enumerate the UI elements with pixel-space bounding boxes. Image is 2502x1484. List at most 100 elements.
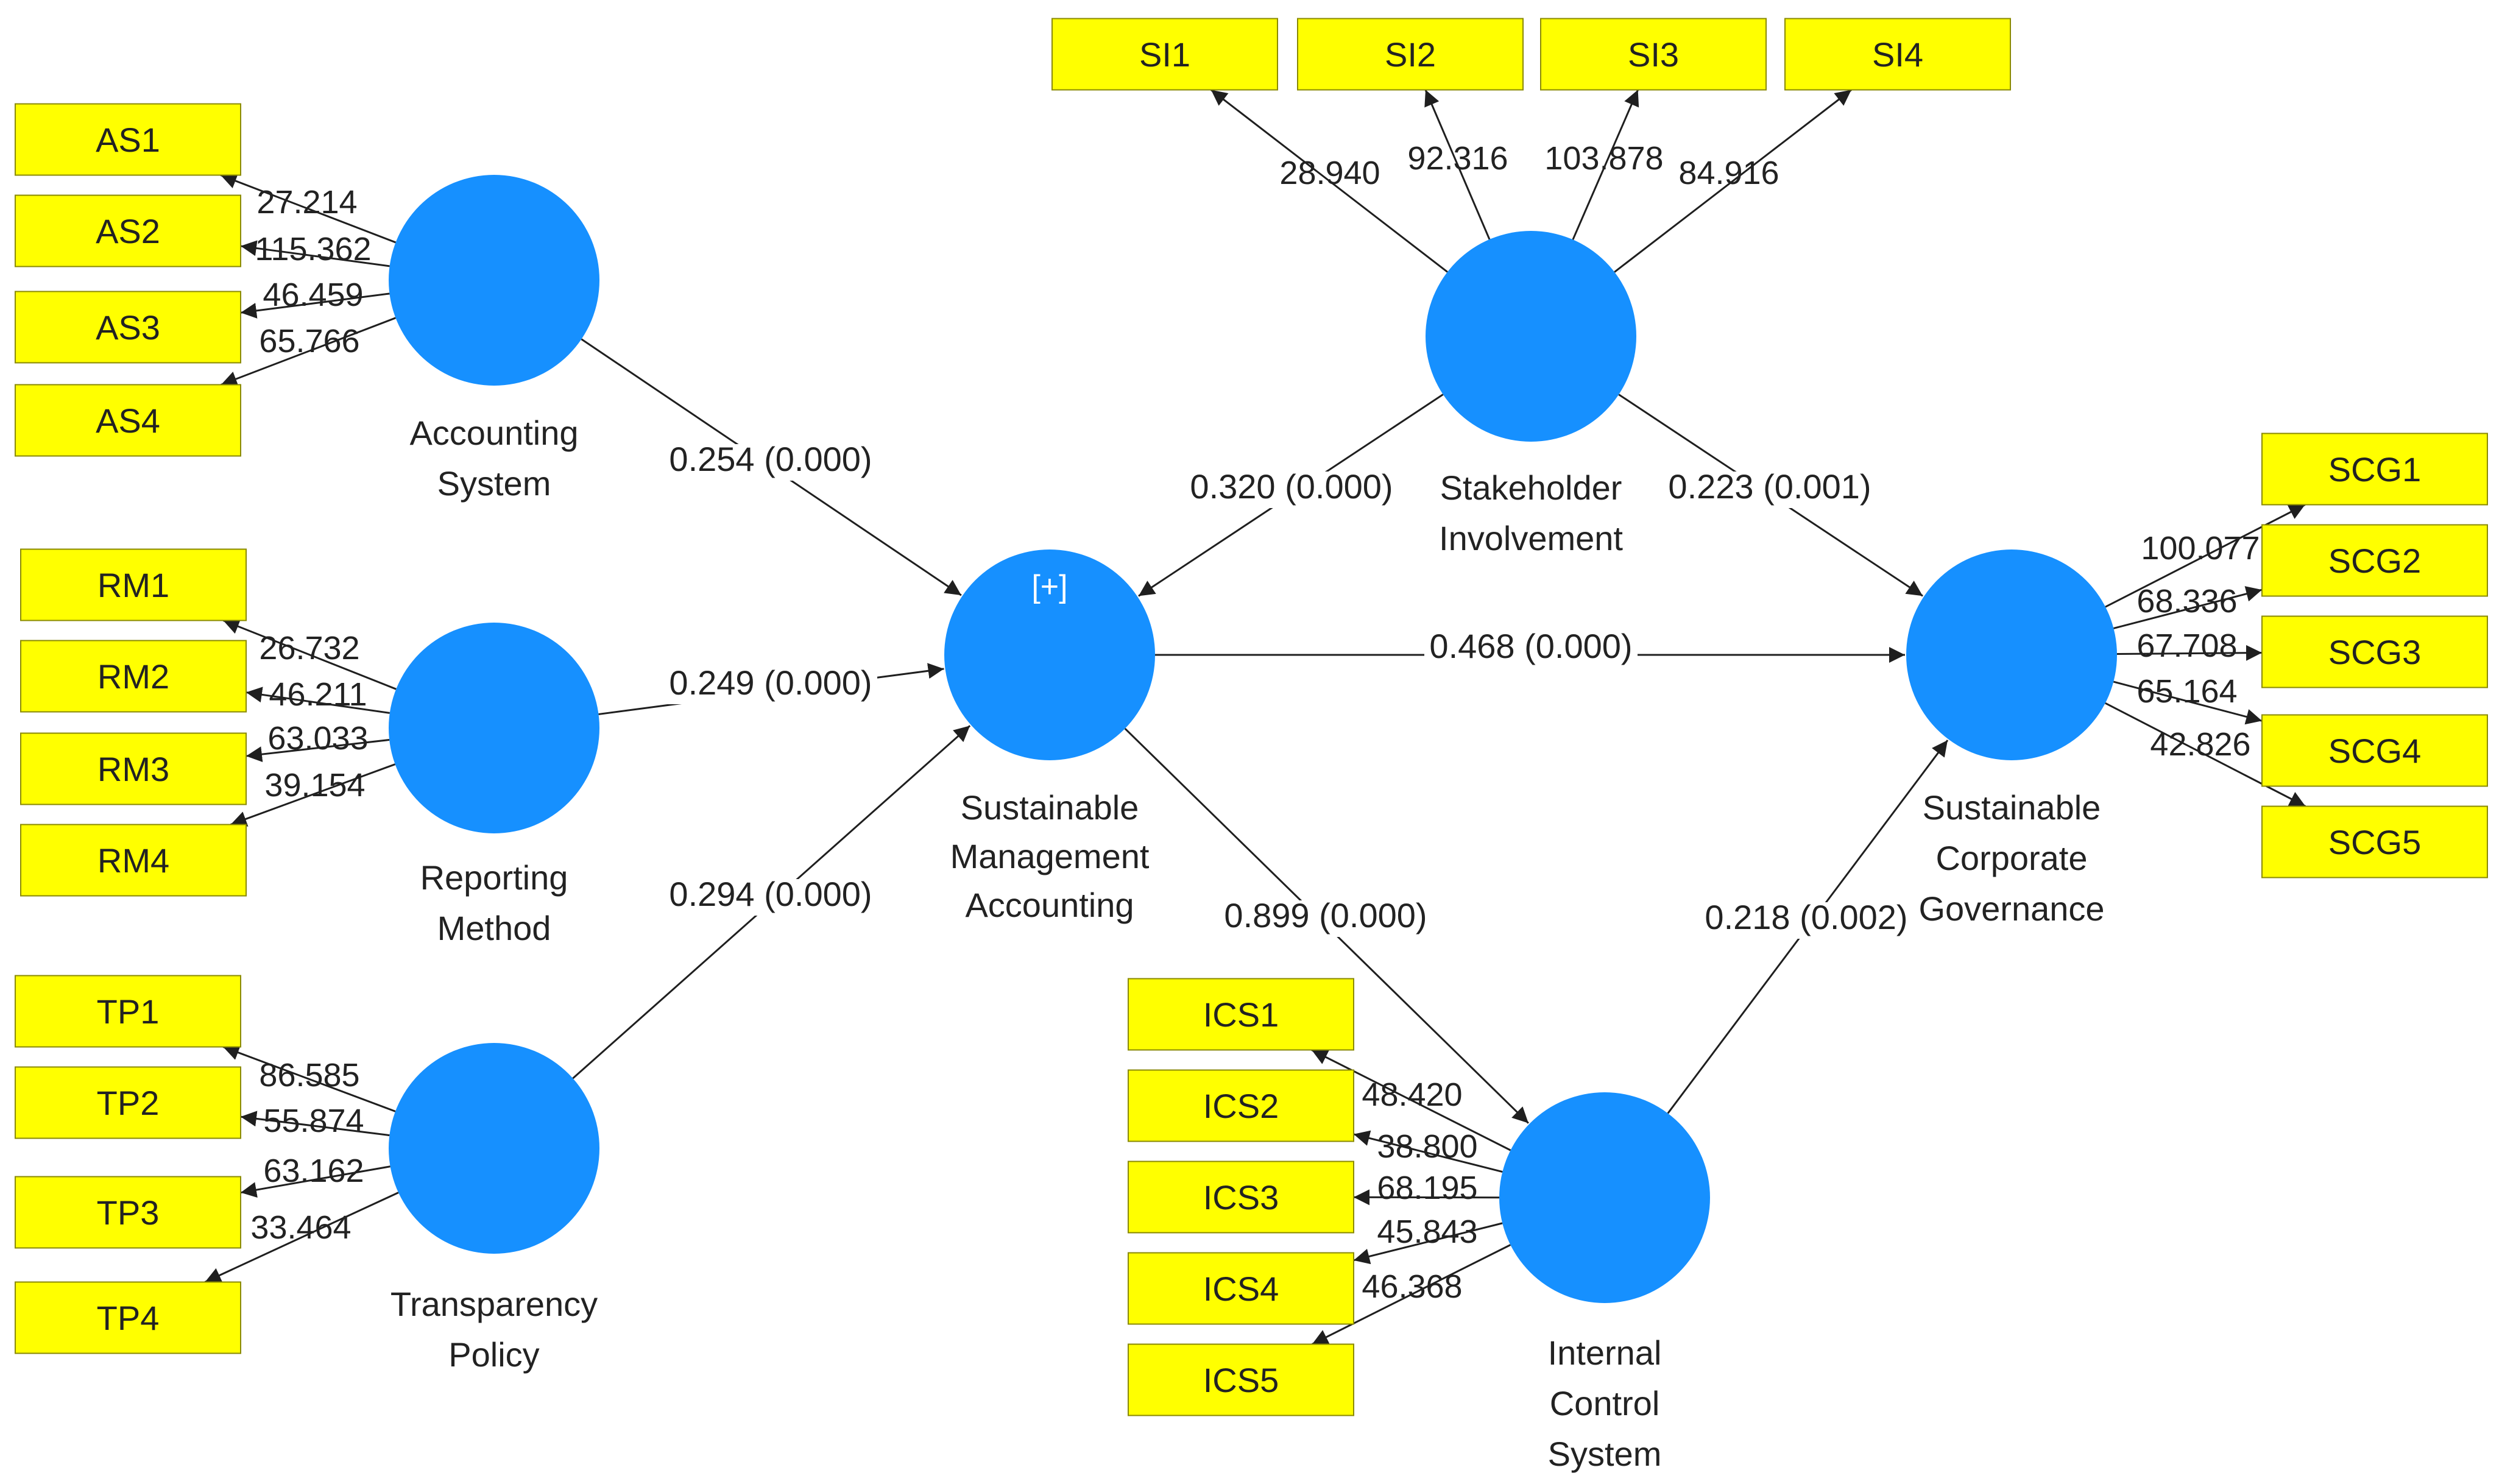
indicator-label-tp4: TP4: [97, 1299, 160, 1337]
loading-value-ics4: 45.843: [1377, 1214, 1477, 1250]
indicator-label-si2: SI2: [1385, 35, 1436, 74]
indicator-box-tp2[interactable]: [15, 1066, 241, 1139]
indicator-label-as2: AS2: [96, 212, 160, 250]
loading-value-tp3: 63.162: [263, 1153, 364, 1189]
indicator-box-si1[interactable]: [1051, 18, 1278, 91]
loading-value-as1: 27.214: [256, 184, 357, 221]
indicator-label-ics4: ICS4: [1203, 1270, 1279, 1308]
indicator-label-si4: SI4: [1872, 35, 1923, 74]
path-coefficient-tp-to-sma: 0.294 (0.000): [669, 875, 872, 913]
indicator-label-tp3: TP3: [97, 1193, 160, 1232]
indicator-box-scg5[interactable]: [2261, 805, 2488, 878]
loading-value-si2: 92.316: [1407, 140, 1508, 177]
indicator-box-as2[interactable]: [15, 194, 241, 267]
loading-arrow-tp1: [222, 1045, 396, 1112]
loading-arrow-scg1: [2105, 504, 2306, 608]
indicator-box-scg1[interactable]: [2261, 433, 2488, 506]
indicator-label-ics2: ICS2: [1203, 1087, 1279, 1125]
indicator-box-rm4[interactable]: [20, 824, 247, 897]
indicator-box-tp3[interactable]: [15, 1176, 241, 1249]
indicator-box-ics4[interactable]: [1128, 1252, 1354, 1325]
loading-value-si1: 28.940: [1279, 155, 1380, 191]
latent-label-sma: Accounting: [965, 886, 1134, 924]
indicator-box-rm3[interactable]: [20, 732, 247, 805]
path-label-bg: [664, 444, 877, 481]
indicator-label-scg2: SCG2: [2328, 542, 2422, 580]
path-coefficient-ics-to-scg: 0.218 (0.002): [1705, 898, 1907, 936]
latent-label-ics: System: [1548, 1435, 1662, 1473]
loading-arrow-si2: [1424, 89, 1491, 240]
path-label-bg: [1700, 902, 1913, 939]
loading-value-scg5: 42.826: [2150, 726, 2250, 763]
loading-value-scg1: 100.077: [2141, 530, 2260, 567]
loading-value-ics1: 48.420: [1362, 1076, 1462, 1113]
loading-arrow-as2: [240, 240, 390, 267]
indicator-box-as1[interactable]: [15, 103, 241, 176]
loading-arrow-rm2: [246, 687, 390, 714]
latent-node-rm[interactable]: [389, 623, 599, 833]
indicator-box-si3[interactable]: [1540, 18, 1767, 91]
latent-label-sma: Sustainable: [961, 788, 1139, 827]
latent-label-rm: Method: [437, 909, 551, 947]
expand-marker[interactable]: [+]: [1031, 569, 1067, 604]
loading-arrow-ics5: [1312, 1244, 1511, 1345]
latent-label-scg: Corporate: [1935, 839, 2087, 877]
latent-node-si[interactable]: [1426, 231, 1636, 442]
indicator-box-as4[interactable]: [15, 384, 241, 457]
loading-value-scg4: 65.164: [2136, 673, 2237, 710]
path-coefficient-si-to-scg: 0.223 (0.001): [1668, 467, 1871, 506]
path-label-bg: [1663, 472, 1876, 508]
indicator-box-scg3[interactable]: [2261, 615, 2488, 688]
loading-arrow-scg5: [2105, 702, 2306, 807]
loading-arrow-tp3: [240, 1165, 390, 1198]
indicator-box-scg4[interactable]: [2261, 714, 2488, 787]
indicator-label-scg3: SCG3: [2328, 633, 2422, 671]
indicator-box-ics3[interactable]: [1128, 1161, 1354, 1234]
latent-node-sma[interactable]: [944, 549, 1155, 760]
indicator-label-rm3: RM3: [97, 750, 169, 788]
latent-node-as[interactable]: [389, 175, 599, 386]
loading-value-tp4: 33.464: [250, 1209, 351, 1246]
loading-value-as3: 46.459: [263, 277, 363, 313]
indicator-box-ics5[interactable]: [1128, 1343, 1354, 1416]
loading-value-si3: 103.878: [1544, 140, 1663, 177]
latent-node-ics[interactable]: [1499, 1092, 1710, 1303]
path-label-bg: [1219, 900, 1432, 937]
latent-label-ics: Control: [1550, 1384, 1660, 1422]
path-coefficient-rm-to-sma: 0.249 (0.000): [669, 663, 872, 702]
indicator-label-ics1: ICS1: [1203, 995, 1279, 1034]
indicator-label-scg5: SCG5: [2328, 823, 2422, 861]
path-coefficient-sma-to-scg: 0.468 (0.000): [1429, 627, 1632, 665]
loading-arrow-tp4: [204, 1192, 399, 1283]
indicator-box-rm1[interactable]: [20, 548, 247, 621]
latent-node-tp[interactable]: [389, 1043, 599, 1254]
loading-value-as4: 65.766: [259, 323, 359, 359]
indicator-box-tp4[interactable]: [15, 1281, 241, 1354]
loading-arrow-as3: [240, 292, 390, 319]
loading-arrow-as4: [221, 317, 396, 387]
indicator-box-rm2[interactable]: [20, 640, 247, 713]
latent-label-scg: Governance: [1918, 889, 2104, 928]
indicator-box-si4[interactable]: [1784, 18, 2011, 91]
indicator-box-si2[interactable]: [1297, 18, 1524, 91]
indicator-box-tp1[interactable]: [15, 975, 241, 1048]
indicator-box-as3[interactable]: [15, 291, 241, 364]
loading-value-scg2: 68.336: [2136, 583, 2237, 620]
path-label-bg: [664, 668, 877, 704]
indicator-box-ics2[interactable]: [1128, 1069, 1354, 1142]
latent-label-sma: Management: [950, 837, 1150, 875]
indicator-box-scg2[interactable]: [2261, 524, 2488, 597]
path-coefficient-sma-to-ics: 0.899 (0.000): [1224, 896, 1427, 935]
indicator-label-ics5: ICS5: [1203, 1361, 1279, 1399]
latent-node-scg[interactable]: [1906, 549, 2117, 760]
loading-arrow-ics1: [1311, 1049, 1511, 1151]
indicator-box-ics1[interactable]: [1128, 978, 1354, 1051]
label-layer: AccountingSystemReportingMethodTranspare…: [96, 35, 2421, 1473]
loading-arrow-si4: [1614, 89, 1852, 273]
loading-value-tp2: 55.874: [263, 1103, 364, 1139]
loading-arrow-scg2: [2113, 586, 2263, 629]
loading-value-scg3: 67.708: [2136, 627, 2237, 664]
path-label-bg: [664, 879, 877, 916]
path-label-bg: [1424, 631, 1638, 668]
